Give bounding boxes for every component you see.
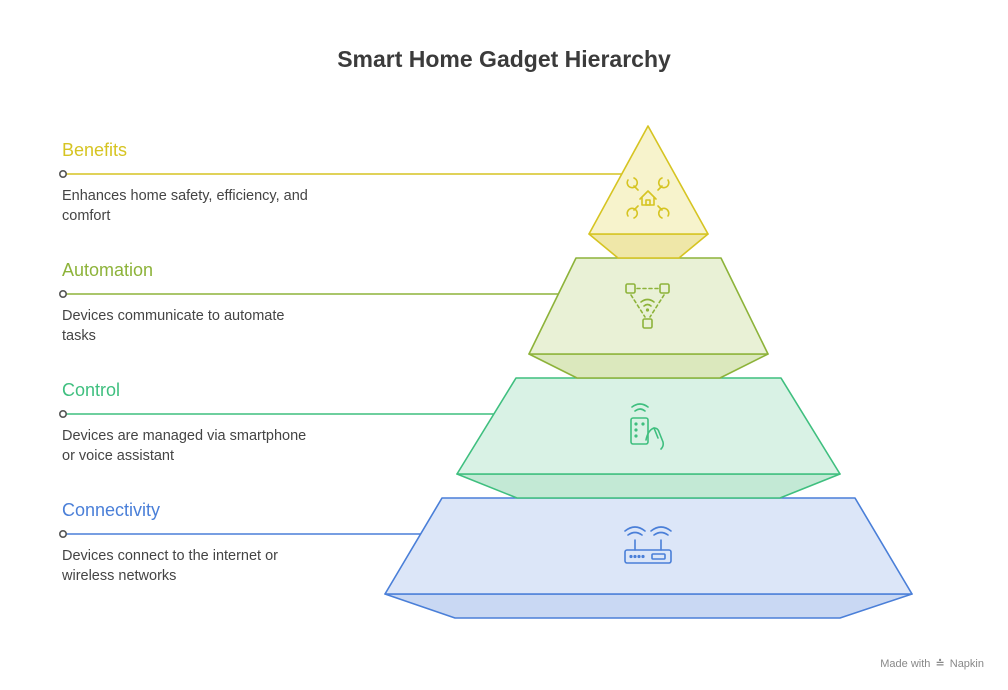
level-description-control: Devices are managed via smartphone or vo… [62,428,307,464]
pyramid-level-benefits [588,125,709,259]
connector-control [58,409,494,418]
level-description-automation: Devices communicate to automate tasks [62,308,285,344]
home-tools-icon [626,177,670,219]
level-description-connectivity: Devices connect to the internet or wirel… [62,548,279,584]
level-label-connectivity: Connectivity [62,500,161,520]
napkin-logo-icon: ≐ [935,658,945,670]
pyramid-level-automation [528,257,769,379]
level-description-benefits: Enhances home safety, efficiency, and co… [62,188,308,224]
credit-prefix: Made with [880,658,931,670]
connected-devices-icon [625,283,670,329]
connector-connectivity [58,529,430,538]
level-label-control: Control [62,380,121,400]
connector-automation [58,289,558,298]
remote-control-icon [630,403,665,450]
connector-benefits [58,170,622,179]
credit-brand: Napkin [949,658,984,670]
wifi-router-icon [624,526,672,564]
level-label-benefits: Benefits [62,140,128,160]
level-label-automation: Automation [62,260,154,280]
made-with-credit[interactable]: Made with ≐ Napkin [880,657,984,670]
diagram-title: Smart Home Gadget Hierarchy [337,46,671,72]
pyramid-level-connectivity [384,497,913,619]
